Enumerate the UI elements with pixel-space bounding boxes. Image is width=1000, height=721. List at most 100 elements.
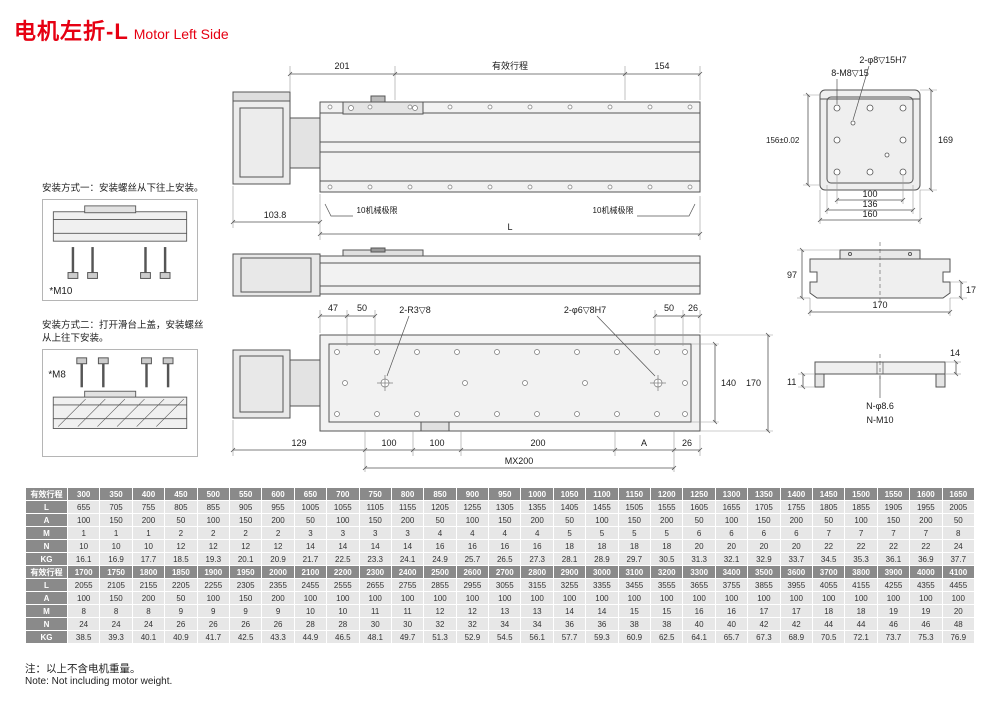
stroke-value: 2000	[261, 565, 295, 579]
stroke-value: 750	[358, 487, 392, 501]
spec-value: 9	[261, 604, 295, 618]
spec-value: 100	[714, 513, 749, 527]
dim-170-section: 170	[872, 300, 887, 310]
stroke-value: 1950	[228, 565, 263, 579]
spec-value: 60.9	[617, 630, 652, 644]
spec-value: 1055	[326, 500, 360, 514]
spec-value: 4	[520, 526, 554, 540]
spec-value: 42	[779, 617, 813, 631]
install1-screws	[67, 246, 171, 279]
stroke-value: 1750	[99, 565, 133, 579]
spec-value: 40.9	[164, 630, 198, 644]
install-method-1-drawing: *M10	[42, 198, 198, 301]
spec-value: 73.7	[876, 630, 911, 644]
spec-value: 150	[617, 513, 652, 527]
spec-value: 70.5	[811, 630, 846, 644]
spec-value: 2	[196, 526, 230, 540]
spec-value: 3255	[552, 578, 587, 592]
spec-value: 24	[941, 539, 976, 553]
spec-value: 100	[196, 513, 230, 527]
spec-value: 18	[811, 604, 846, 618]
label-m8-tap: 8-M8▽15	[831, 68, 868, 78]
spec-value: 20.9	[261, 552, 295, 566]
spec-value: 26	[228, 617, 263, 631]
spec-value: 100	[617, 591, 652, 605]
spec-value: 150	[228, 591, 263, 605]
dim-140: 140	[721, 378, 736, 388]
dim-136: 136	[862, 199, 877, 209]
spec-value: 24.9	[423, 552, 457, 566]
spec-value: 6	[779, 526, 813, 540]
spec-value: 50	[164, 591, 198, 605]
top-view-holes	[327, 104, 693, 190]
spec-value: 57.7	[552, 630, 587, 644]
spec-value: 2005	[941, 500, 976, 514]
spec-value: 14	[326, 539, 360, 553]
spec-value: 30	[358, 617, 392, 631]
spec-value: 19	[909, 604, 943, 618]
spec-value: 28	[326, 617, 360, 631]
spec-value: 50	[941, 513, 976, 527]
spec-value: 20	[714, 539, 749, 553]
install2-rail	[52, 390, 188, 429]
spec-value: 44	[844, 617, 878, 631]
spec-value: 14	[390, 539, 425, 553]
spec-value: 26	[261, 617, 295, 631]
spec-value: 200	[520, 513, 554, 527]
spec-value: 100	[844, 513, 878, 527]
stroke-value: 3600	[779, 565, 813, 579]
spec-value: 6	[682, 526, 716, 540]
stroke-value: 4000	[909, 565, 943, 579]
spec-value: 44.9	[293, 630, 328, 644]
note-en: Note: Not including motor weight.	[25, 676, 173, 687]
spec-value: 1755	[779, 500, 813, 514]
spec-value: 46	[909, 617, 943, 631]
spec-value: 31.3	[682, 552, 716, 566]
spec-value: 50	[293, 513, 328, 527]
stroke-value: 1800	[131, 565, 166, 579]
spec-value: 4	[423, 526, 457, 540]
spec-value: 8	[941, 526, 976, 540]
dim-169: 169	[938, 135, 953, 145]
stroke-value: 3100	[617, 565, 652, 579]
dim-129: 129	[291, 438, 306, 448]
dim-L: L	[507, 222, 512, 232]
spec-value: 1	[131, 526, 166, 540]
spec-value: 100	[585, 513, 619, 527]
spec-value: 14	[293, 539, 328, 553]
spec-value: 150	[876, 513, 911, 527]
spec-value: 36	[585, 617, 619, 631]
spec-value: 5	[585, 526, 619, 540]
spec-value: 1205	[423, 500, 457, 514]
spec-value: 14	[552, 604, 587, 618]
dim-201: 201	[334, 61, 349, 71]
spec-value: 8	[99, 604, 133, 618]
spec-value: 18	[617, 539, 652, 553]
spec-value: 1555	[650, 500, 684, 514]
spec-value: 16	[682, 604, 716, 618]
spec-value: 5	[650, 526, 684, 540]
spec-value: 16	[714, 604, 749, 618]
spec-value: 150	[99, 591, 133, 605]
side-view	[232, 247, 701, 297]
spec-value: 4	[488, 526, 522, 540]
spec-value: 1805	[811, 500, 846, 514]
spec-value: 100	[66, 513, 101, 527]
spec-value: 9	[228, 604, 263, 618]
spec-value: 5	[552, 526, 587, 540]
spec-value: 3555	[650, 578, 684, 592]
mech-limit-right: 10机械极限	[593, 205, 634, 215]
spec-value: 24	[131, 617, 166, 631]
spec-value: 20.1	[228, 552, 263, 566]
spec-value: 22.5	[326, 552, 360, 566]
stroke-value: 650	[293, 487, 328, 501]
spec-value: 1105	[358, 500, 392, 514]
